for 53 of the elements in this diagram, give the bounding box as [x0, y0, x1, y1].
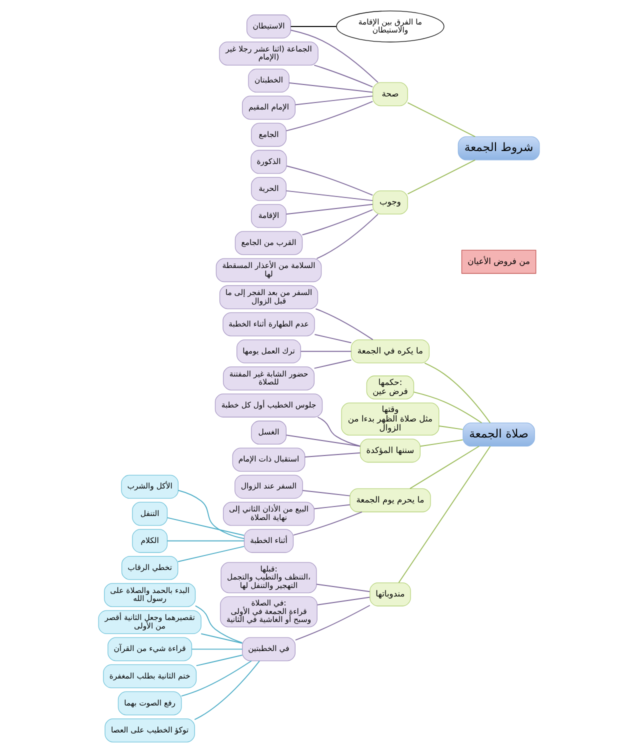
connector — [304, 452, 360, 458]
connector — [290, 26, 336, 27]
connector — [313, 360, 352, 369]
connector — [300, 350, 352, 352]
connector — [316, 596, 370, 606]
connector — [294, 604, 370, 640]
node-box: حكمها: فرض عين — [366, 376, 414, 400]
connector — [409, 446, 480, 490]
connector — [166, 517, 244, 536]
connector — [294, 96, 373, 106]
connector — [285, 190, 373, 202]
node-box: مندوباتها — [369, 582, 410, 606]
connector — [301, 209, 373, 236]
connector — [419, 439, 463, 447]
node-box: صلاة الجمعة — [462, 422, 534, 446]
connector — [285, 100, 373, 132]
connector — [190, 648, 242, 650]
connector — [313, 504, 350, 510]
connector — [285, 204, 373, 215]
connector — [290, 30, 378, 83]
node-box: ما يكره في الجمعة — [350, 339, 430, 364]
connector — [285, 434, 360, 447]
connector — [438, 426, 463, 430]
connector — [313, 64, 373, 88]
node-box: صحة — [372, 82, 408, 106]
connector — [180, 660, 252, 697]
node-box: ما يحرم يوم الجمعة — [349, 488, 430, 512]
connector — [316, 214, 378, 259]
connector — [424, 362, 490, 424]
connector — [194, 660, 260, 720]
connector — [194, 605, 242, 644]
node-box: سننها المؤكدة — [359, 438, 420, 463]
connector — [200, 633, 242, 644]
connector — [314, 308, 373, 340]
connector — [292, 511, 362, 536]
connector — [398, 446, 490, 584]
connector — [288, 82, 373, 93]
connector — [316, 584, 370, 592]
node-box: وجوب — [372, 190, 408, 214]
node-box: وقتها مثل صلاة الظهر بدءا من الزوال — [340, 402, 439, 436]
connector — [195, 654, 242, 666]
connector — [286, 166, 373, 196]
connector — [302, 490, 350, 496]
connector — [316, 416, 360, 447]
node-box: من فروض الأعيان — [460, 250, 536, 274]
node-box: شروط الجمعة — [457, 136, 540, 160]
connector — [314, 334, 352, 344]
connector — [412, 392, 482, 424]
connector — [177, 490, 244, 540]
connector — [406, 102, 476, 138]
connector — [166, 540, 244, 542]
connector — [177, 546, 244, 562]
connector — [406, 159, 476, 194]
